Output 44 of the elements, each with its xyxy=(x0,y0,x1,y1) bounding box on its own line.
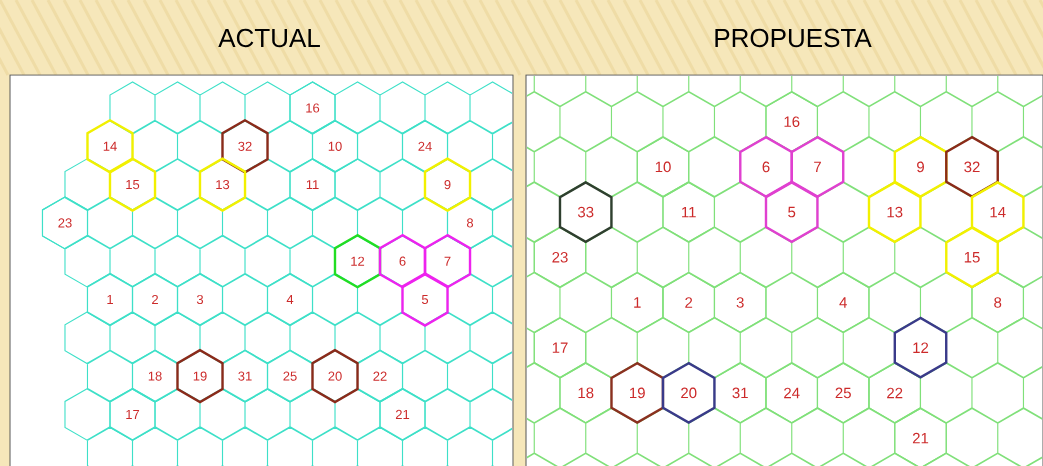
hex-cell: 17 xyxy=(109,387,156,442)
hex-cell: 25 xyxy=(816,362,870,424)
hex-cell: 25 xyxy=(266,349,314,403)
hex-cell: 2 xyxy=(131,272,179,327)
highlighted-hex-cell: 5 xyxy=(764,181,819,244)
hex-cell: 1 xyxy=(86,272,134,327)
hex-cell: 22 xyxy=(868,362,921,424)
highlighted-hex-cell: 15 xyxy=(108,157,157,212)
hex-cell: 18 xyxy=(559,362,612,424)
hex-cell: 8 xyxy=(446,196,494,250)
panel-title: PROPUESTA xyxy=(715,28,872,48)
hex-cell: 18 xyxy=(131,349,179,403)
panel-title: ACTUAL xyxy=(218,28,320,48)
hex-cell: 16 xyxy=(765,91,818,153)
highlighted-hex-cell: 13 xyxy=(867,181,922,244)
hex-cell: 21 xyxy=(379,387,426,442)
highlighted-hex-cell: 14 xyxy=(970,181,1025,244)
hex-cell: 31 xyxy=(713,362,767,424)
hex-cell: 21 xyxy=(894,407,947,466)
highlighted-hex-cell: 12 xyxy=(893,316,948,379)
hex-cell: 3 xyxy=(713,272,767,333)
hex-cell: 1 xyxy=(610,272,664,333)
highlighted-hex-cell: 13 xyxy=(198,157,247,212)
highlighted-hex-cell: 33 xyxy=(558,181,613,244)
hex-cell: 8 xyxy=(971,272,1024,333)
hex-cell: 16 xyxy=(289,81,336,135)
hex-cell: 22 xyxy=(356,349,404,403)
hex-cell: 4 xyxy=(266,272,314,327)
highlighted-hex-cell: 9 xyxy=(423,157,472,212)
hex-cell: 23 xyxy=(41,196,89,250)
hex-cell: 24 xyxy=(765,362,818,424)
hex-cell: 10 xyxy=(636,136,690,198)
hex-cell: 10 xyxy=(311,119,359,173)
highlighted-hex-cell: 5 xyxy=(401,272,449,327)
highlighted-hex-cell: 19 xyxy=(176,348,224,404)
hex-cell: 31 xyxy=(221,349,269,403)
highlighted-hex-cell: 20 xyxy=(311,348,359,404)
hex-cell: 17 xyxy=(533,317,587,379)
highlighted-hex-cell: 15 xyxy=(945,226,999,289)
hex-cell: 2 xyxy=(662,272,715,333)
hex-cell: 4 xyxy=(816,272,870,333)
hex-cell: 24 xyxy=(401,119,449,173)
hex-cell: 3 xyxy=(176,272,224,327)
hex-cell: 11 xyxy=(662,181,715,243)
